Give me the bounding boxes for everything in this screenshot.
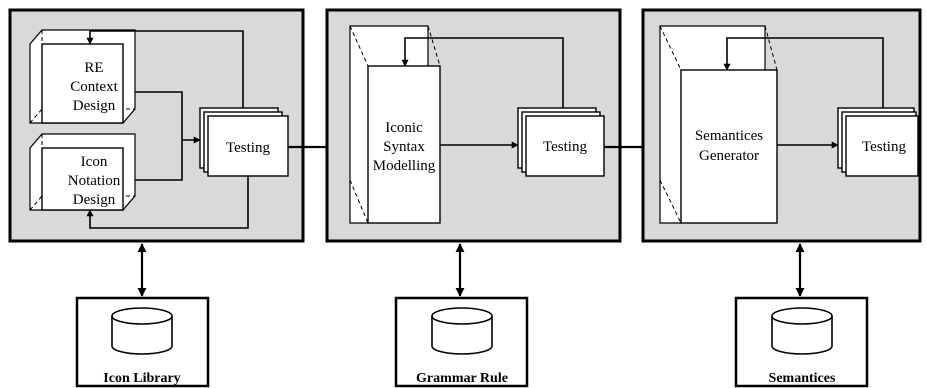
icon-notation-design-box: Icon Notation Design: [29, 133, 136, 211]
modelling-line-2: Syntax: [383, 139, 425, 155]
icon-notation-line-3: Design: [73, 192, 116, 208]
connector-icon-to-join: [135, 140, 183, 181]
feedback-testing-to-icon: [86, 176, 249, 229]
connector-re-to-join: [135, 91, 183, 140]
panel-design: RE Context Design Icon Notation Design T…: [8, 8, 305, 243]
generator-line-1: Semantices: [695, 128, 763, 144]
modelling-line-3: Modelling: [373, 158, 436, 174]
generator-line-2: Generator: [699, 148, 759, 164]
database-icon: [111, 307, 173, 355]
database-icon: [431, 307, 493, 355]
feedback-testing-to-re: [86, 30, 244, 108]
icon-notation-line-2: Notation: [68, 173, 121, 189]
feedback-testing-to-generator: [723, 37, 884, 108]
testing-label-1: Testing: [226, 140, 270, 156]
store-label-semantices: Semantices: [769, 371, 836, 386]
re-context-line-1: RE: [84, 60, 103, 76]
iconic-syntax-modelling-box: Iconic Syntax Modelling: [349, 25, 441, 224]
testing-box-2: Testing: [517, 107, 605, 177]
store-label-icon-library: Icon Library: [103, 371, 180, 386]
testing-label-2: Testing: [543, 139, 587, 155]
icon-notation-line-1: Icon: [81, 154, 108, 170]
store-semantices: Semantices: [734, 296, 869, 388]
re-context-design-box: RE Context Design: [29, 29, 136, 124]
re-context-line-3: Design: [73, 98, 116, 114]
panel-syntax: Iconic Syntax Modelling Testing: [325, 8, 622, 243]
re-context-line-2: Context: [70, 79, 118, 95]
database-icon: [771, 307, 833, 355]
testing-label-3: Testing: [862, 139, 906, 155]
panel-semantics: Semantices Generator Testing: [641, 8, 922, 243]
store-icon-library: Icon Library: [75, 296, 210, 388]
testing-box-3: Testing: [837, 107, 919, 177]
feedback-testing-to-modelling: [401, 37, 564, 108]
semantices-generator-box: Semantices Generator: [659, 25, 778, 224]
testing-box-1: Testing: [199, 107, 289, 177]
store-label-grammar-rule: Grammar Rule: [416, 371, 508, 386]
store-grammar-rule: Grammar Rule: [394, 296, 529, 388]
modelling-line-1: Iconic: [385, 120, 423, 136]
